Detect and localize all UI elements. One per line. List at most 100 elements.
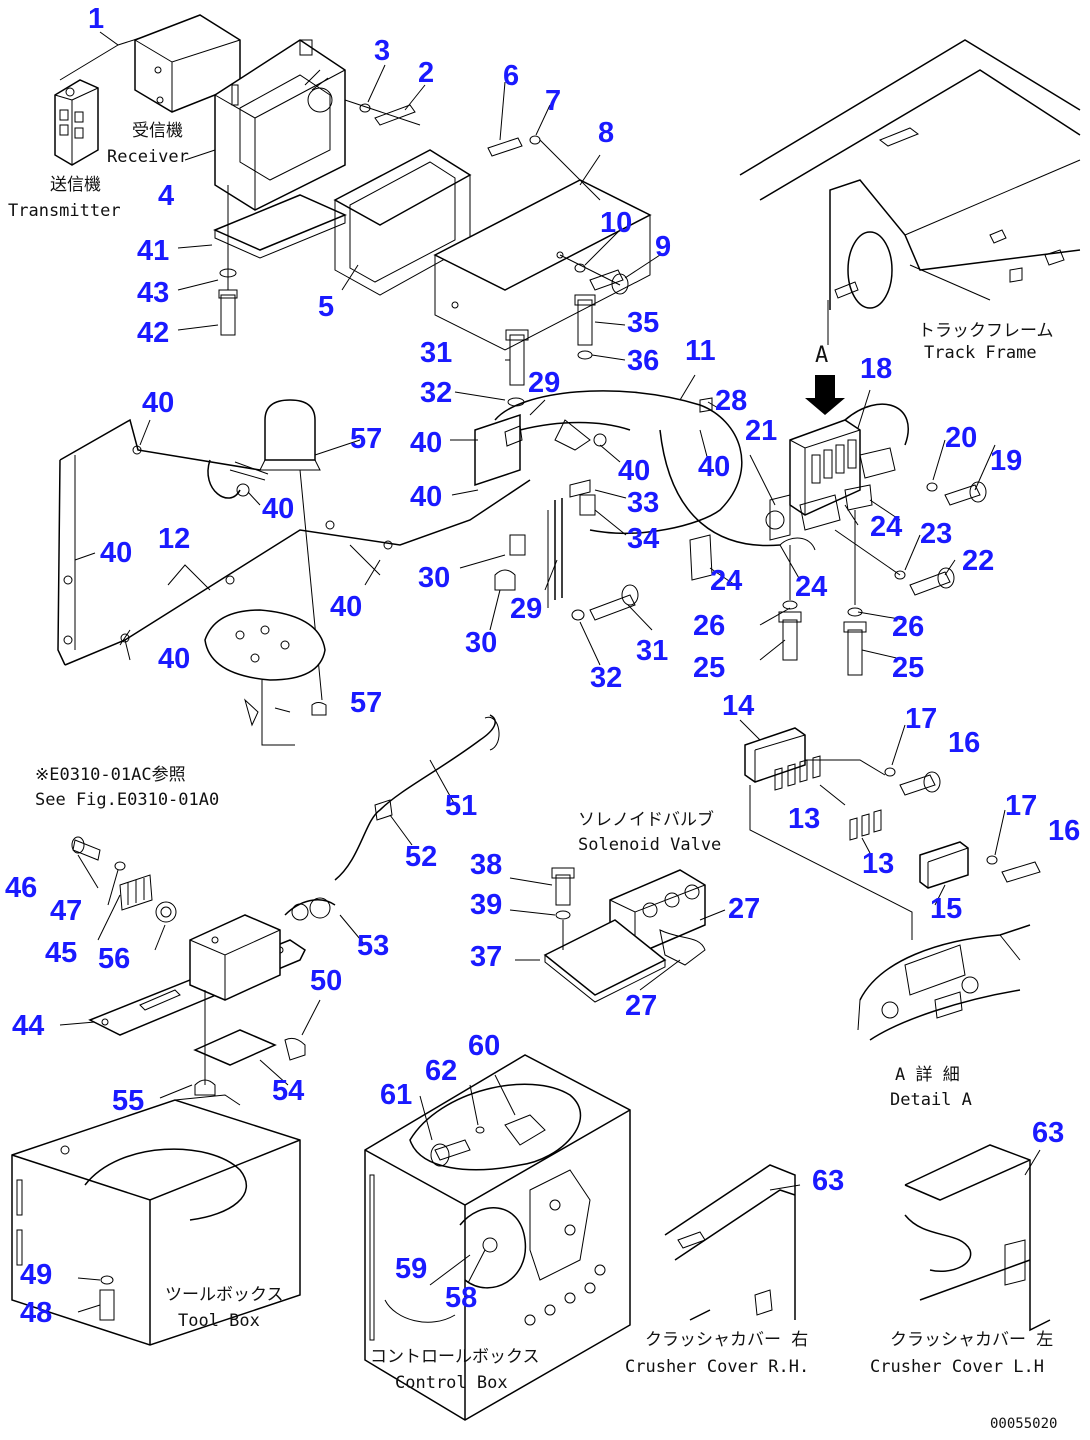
part-label-3: 3 [374, 35, 390, 67]
part-label-56: 56 [98, 943, 130, 975]
tool-box-part [11, 1099, 301, 1346]
part-label-21: 21 [745, 415, 777, 447]
part-label-7: 7 [545, 85, 561, 117]
part-label-53: 53 [357, 930, 389, 962]
part-label-43: 43 [137, 277, 169, 309]
part-label-44: 44 [12, 1010, 44, 1042]
part-label-47: 47 [50, 895, 82, 927]
part-label-48: 48 [20, 1297, 52, 1329]
part-label-1: 1 [88, 3, 104, 35]
part-label-40c: 40 [410, 481, 442, 513]
part-label-18: 18 [860, 353, 892, 385]
part-label-41: 41 [137, 235, 169, 267]
part-label-60: 60 [468, 1030, 500, 1062]
caption-crusher-rh-jp: クラッシャカバー 右 [645, 1330, 808, 1350]
part-label-22: 22 [962, 545, 994, 577]
part-label-30b: 30 [465, 627, 497, 659]
part-label-10: 10 [600, 207, 632, 239]
lamp-base-plate-part [204, 609, 326, 681]
part-label-63a: 63 [1032, 1117, 1064, 1149]
part-label-40a: 40 [142, 387, 174, 419]
part-label-14: 14 [722, 690, 754, 722]
part-label-62: 62 [425, 1055, 457, 1087]
captions: 受信機 Receiver 送信機 Transmitter トラックフレーム Tr… [8, 121, 1057, 1432]
part-label-46: 46 [5, 872, 37, 904]
part-label-57b: 57 [350, 687, 382, 719]
part-label-45: 45 [45, 937, 77, 969]
part-label-20: 20 [945, 422, 977, 454]
caption-drawing-number: 00055020 [990, 1416, 1057, 1432]
part-label-30a: 30 [418, 562, 450, 594]
control-box-group [364, 1054, 631, 1421]
part-label-38: 38 [470, 849, 502, 881]
part-label-40g: 40 [100, 537, 132, 569]
part-label-24b: 24 [710, 565, 742, 597]
caption-detail-a-jp: A 詳 細 [895, 1065, 960, 1085]
part-label-32b: 32 [590, 662, 622, 694]
part-label-27b: 27 [625, 990, 657, 1022]
part-label-29a: 29 [528, 367, 560, 399]
part-label-12: 12 [158, 523, 190, 555]
part-label-29b: 29 [510, 593, 542, 625]
part-label-54: 54 [272, 1075, 304, 1107]
caption-track-frame-jp: トラックフレーム [918, 321, 1054, 341]
part-label-40b: 40 [410, 427, 442, 459]
part-label-19: 19 [990, 445, 1022, 477]
caption-control-box-jp: コントロールボックス [370, 1347, 540, 1367]
part-label-26b: 26 [892, 611, 924, 643]
part-label-11: 11 [685, 335, 716, 367]
part-label-16b: 16 [1048, 815, 1080, 847]
part-label-36: 36 [627, 345, 659, 377]
caption-track-frame-en: Track Frame [924, 343, 1037, 363]
caption-control-box-en: Control Box [395, 1373, 508, 1393]
part-label-51: 51 [445, 790, 477, 822]
part-label-13a: 13 [788, 803, 820, 835]
plate-part [213, 194, 347, 251]
part-label-4: 4 [158, 180, 174, 212]
part-label-34: 34 [627, 523, 659, 555]
crusher-cover-lh-group [904, 1144, 1051, 1332]
track-frame-group [739, 39, 1081, 415]
part-label-40f: 40 [262, 493, 294, 525]
part-label-31a: 31 [420, 337, 452, 369]
caption-transmitter-jp: 送信機 [50, 175, 101, 195]
part-label-40d: 40 [618, 455, 650, 487]
caption-solenoid-en: Solenoid Valve [578, 835, 721, 855]
view-a-arrow-icon [805, 375, 845, 415]
part-label-25a: 25 [693, 652, 725, 684]
caption-receiver-jp: 受信機 [132, 121, 183, 141]
part-label-42: 42 [137, 317, 169, 349]
part-label-5: 5 [318, 291, 334, 323]
beacon-lamp-part [264, 399, 316, 461]
caption-receiver-en: Receiver [107, 147, 189, 167]
caption-transmitter-en: Transmitter [8, 201, 121, 221]
part-label-2: 2 [418, 57, 434, 89]
harness-group [57, 329, 743, 746]
solenoid-block-group [659, 403, 987, 676]
part-label-35: 35 [627, 307, 659, 339]
control-box-part [364, 1054, 631, 1421]
part-label-23: 23 [920, 518, 952, 550]
part-label-32a: 32 [420, 377, 452, 409]
part-label-13b: 13 [862, 848, 894, 880]
pad-part [193, 1029, 277, 1066]
part-labels: 1 2 3 4 5 6 7 8 9 10 11 12 13 13 14 15 1… [5, 3, 1080, 1329]
part-label-40i: 40 [158, 643, 190, 675]
caption-crusher-rh-en: Crusher Cover R.H. [625, 1357, 809, 1377]
relay-box-part [189, 914, 281, 1001]
part-label-31b: 31 [636, 635, 668, 667]
part-label-17b: 17 [1005, 790, 1037, 822]
part-label-24a: 24 [870, 511, 902, 543]
part-label-33: 33 [627, 487, 659, 519]
part-label-55: 55 [112, 1085, 144, 1117]
part-label-40h: 40 [330, 591, 362, 623]
part-label-16a: 16 [948, 727, 980, 759]
part-label-59: 59 [395, 1253, 427, 1285]
caption-solenoid-jp: ソレノイドバルブ [578, 809, 714, 830]
transmitter-receiver-group [54, 14, 652, 360]
leader-lines [59, 64, 1041, 1313]
part-label-6: 6 [503, 60, 519, 92]
part-label-15: 15 [930, 893, 962, 925]
